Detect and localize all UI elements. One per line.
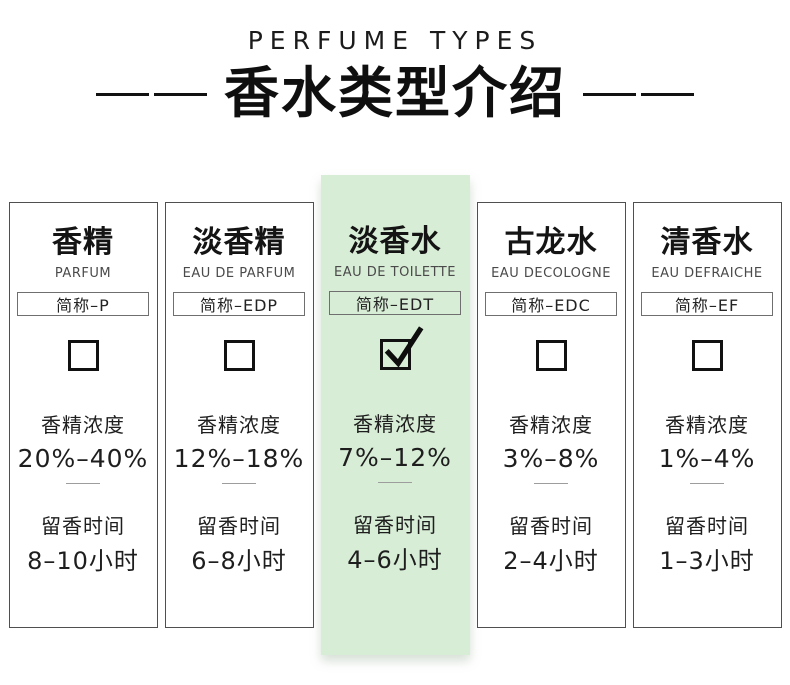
checkbox[interactable]	[223, 340, 255, 371]
section-divider	[66, 483, 100, 484]
duration-label: 留香时间	[197, 514, 281, 538]
perfume-latin-name: EAU DEFRAICHE	[651, 266, 763, 281]
concentration-value: 12%–18%	[173, 444, 305, 473]
checkbox[interactable]	[691, 340, 723, 371]
duration-value: 4–6小时	[347, 546, 443, 574]
duration-label: 留香时间	[353, 513, 437, 537]
section-divider	[690, 483, 724, 484]
perfume-latin-name: PARFUM	[54, 266, 112, 281]
concentration-label: 香精浓度	[41, 413, 125, 437]
perfume-types-infographic: PERFUME TYPES 香水类型介绍 香精 PARFUM 简称–P 香精浓度…	[0, 26, 790, 685]
perfume-card-parfum: 香精 PARFUM 简称–P 香精浓度 20%–40% 留香时间 8–10小时	[8, 202, 158, 628]
checkbox[interactable]	[67, 340, 99, 371]
check-icon	[384, 326, 423, 368]
abbr-badge: 简称–EDP	[173, 292, 305, 316]
perfume-name: 香精	[52, 225, 114, 260]
title-dash-right	[583, 92, 694, 96]
section-divider	[378, 482, 412, 483]
duration-value: 1–3小时	[659, 547, 755, 575]
duration-value: 6–8小时	[191, 547, 287, 575]
dash-icon	[583, 92, 636, 96]
concentration-label: 香精浓度	[197, 413, 281, 437]
title-row: 香水类型介绍	[0, 63, 790, 125]
title-dash-left	[95, 92, 207, 96]
perfume-name: 淡香精	[192, 225, 286, 260]
section-divider	[222, 483, 256, 484]
perfume-name: 古龙水	[504, 225, 598, 260]
perfume-card-eau-fraiche: 清香水 EAU DEFRAICHE 简称–EF 香精浓度 1%–4% 留香时间 …	[632, 202, 782, 628]
duration-label: 留香时间	[665, 514, 749, 538]
perfume-latin-name: EAU DE PARFUM	[182, 266, 296, 281]
dash-icon	[641, 92, 694, 96]
perfume-name: 淡香水	[348, 224, 442, 259]
abbr-badge: 简称–EDC	[485, 292, 617, 316]
duration-value: 8–10小时	[27, 547, 139, 575]
dash-icon	[153, 92, 207, 96]
concentration-label: 香精浓度	[509, 413, 593, 437]
dash-icon	[95, 92, 149, 96]
duration-label: 留香时间	[41, 514, 125, 538]
concentration-value: 20%–40%	[17, 444, 149, 473]
perfume-card-eau-de-toilette-selected: 淡香水 EAU DE TOILETTE 简称–EDT 香精浓度 7%–12% 留…	[320, 175, 470, 655]
page-title: 香水类型介绍	[223, 61, 566, 126]
abbr-badge: 简称–EF	[641, 292, 773, 316]
abbr-badge: 简称–EDT	[329, 291, 461, 315]
duration-value: 2–4小时	[503, 547, 599, 575]
concentration-label: 香精浓度	[353, 412, 437, 436]
abbr-badge: 简称–P	[17, 292, 149, 316]
concentration-value: 1%–4%	[658, 444, 756, 473]
perfume-type-columns: 香精 PARFUM 简称–P 香精浓度 20%–40% 留香时间 8–10小时 …	[0, 175, 790, 655]
perfume-card-eau-de-cologne: 古龙水 EAU DECOLOGNE 简称–EDC 香精浓度 3%–8% 留香时间…	[476, 202, 626, 628]
checkbox-checked[interactable]	[379, 326, 423, 370]
page-subtitle: PERFUME TYPES	[247, 26, 543, 55]
perfume-card-eau-de-parfum: 淡香精 EAU DE PARFUM 简称–EDP 香精浓度 12%–18% 留香…	[164, 202, 314, 628]
concentration-value: 3%–8%	[502, 444, 600, 473]
checkbox[interactable]	[535, 340, 567, 371]
perfume-latin-name: EAU DECOLOGNE	[491, 266, 611, 281]
duration-label: 留香时间	[509, 514, 593, 538]
section-divider	[534, 483, 568, 484]
concentration-value: 7%–12%	[338, 443, 452, 472]
perfume-latin-name: EAU DE TOILETTE	[334, 265, 456, 280]
concentration-label: 香精浓度	[665, 413, 749, 437]
perfume-name: 清香水	[660, 225, 754, 260]
